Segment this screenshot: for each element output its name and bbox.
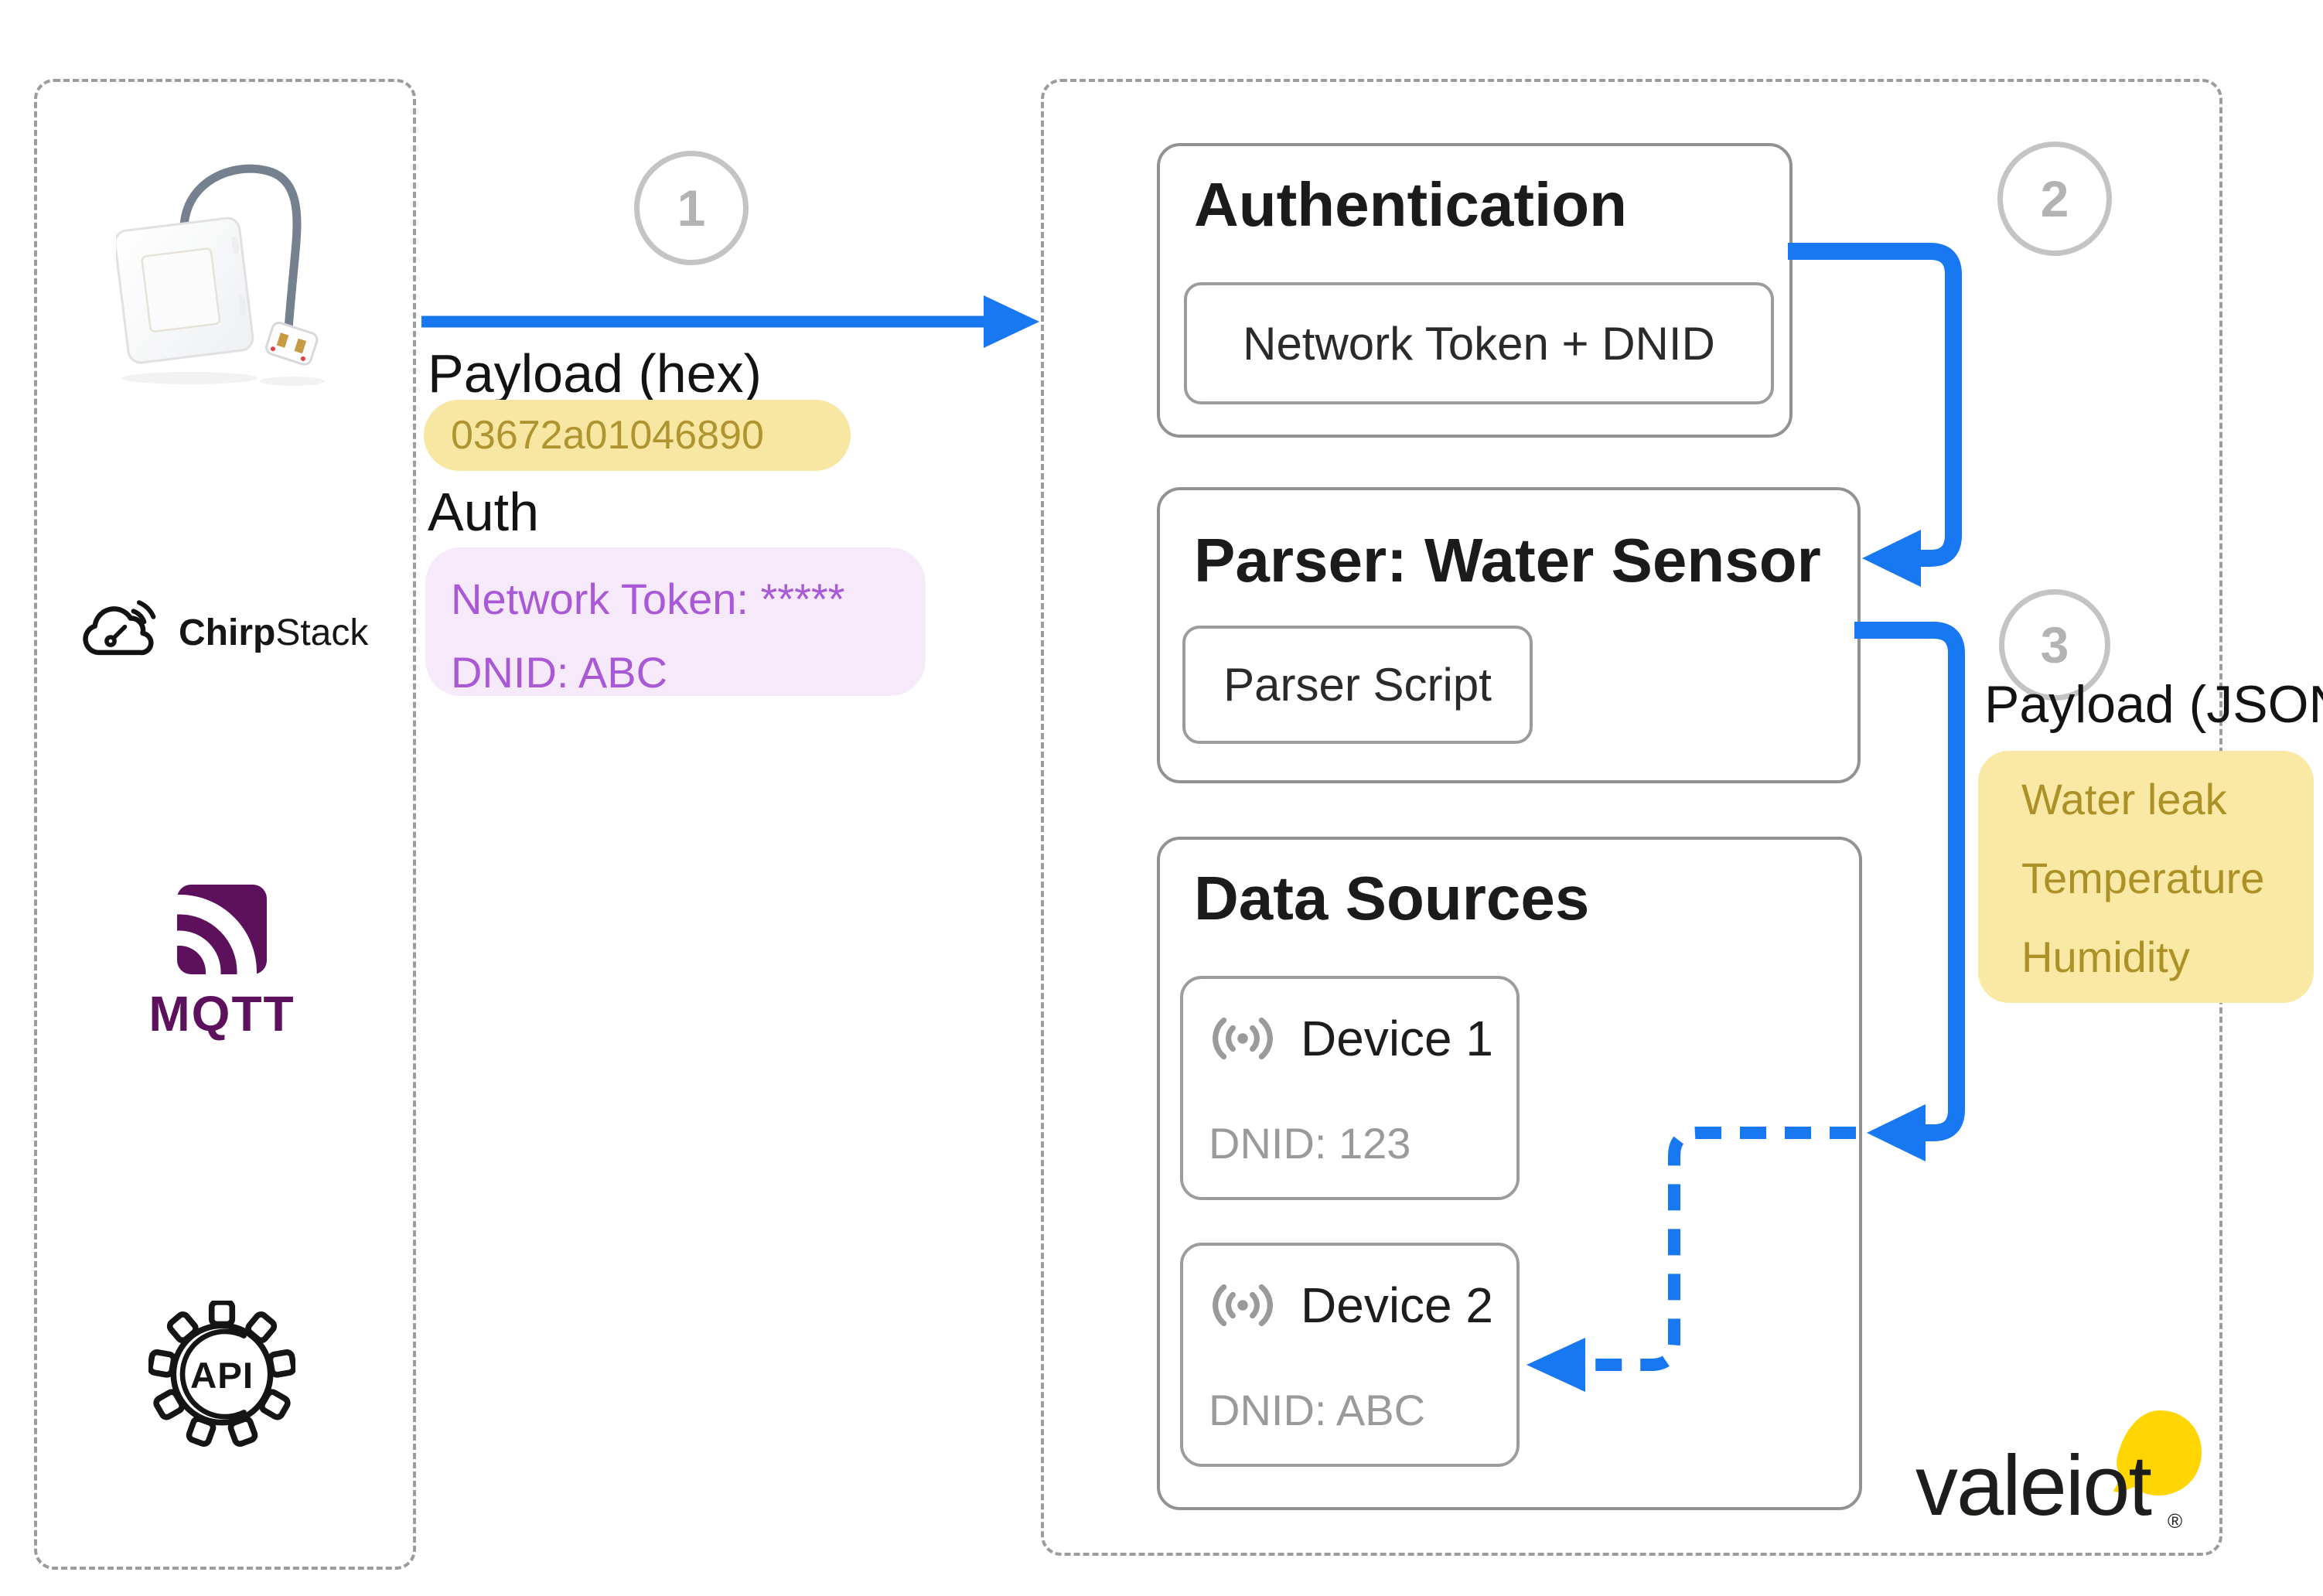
source-panel — [34, 79, 416, 1570]
parser-script-chip: Parser Script — [1182, 626, 1533, 744]
step-1-number: 1 — [677, 179, 706, 237]
device-dnid: DNID: ABC — [1209, 1386, 1426, 1434]
payload-json-label: Payload (JSON) — [1984, 675, 2323, 734]
auth-dnid-line: DNID: ABC — [451, 648, 668, 697]
json-field-humidity: Humidity — [2021, 933, 2190, 981]
auth-label: Auth — [428, 482, 539, 542]
step-2-number: 2 — [2040, 170, 2069, 227]
auth-network-token-line: Network Token: ***** — [451, 575, 845, 623]
chirpstack-logo: ChirpStack — [73, 594, 383, 671]
mqtt-wordmark: MQTT — [148, 986, 295, 1042]
payload-hex-pill: 03672a01046890 — [424, 400, 851, 471]
device-card-1: Device 1 DNID: 123 — [1180, 976, 1520, 1200]
broadcast-icon — [1213, 1017, 1273, 1060]
api-label: API — [190, 1356, 254, 1396]
step-2-badge: 2 — [1997, 142, 2112, 256]
flow-arrow-1 — [421, 295, 1039, 348]
api-gear-icon: API — [148, 1301, 295, 1447]
device-card-2: Device 2 DNID: ABC — [1180, 1243, 1520, 1467]
device-cable — [179, 164, 302, 333]
authentication-box: Authentication Network Token + DNID — [1157, 143, 1793, 438]
registered-mark: ® — [2168, 1509, 2183, 1533]
data-sources-title: Data Sources — [1194, 864, 1590, 933]
connector-shadow — [260, 377, 325, 386]
mqtt-icon — [177, 885, 267, 974]
device-name: Device 1 — [1301, 1011, 1493, 1066]
chirpstack-cloud-icon — [83, 600, 156, 656]
network-token-chip: Network Token + DNID — [1184, 282, 1774, 404]
device-body — [116, 217, 254, 364]
valeiot-wordmark: valeiot — [1915, 1438, 2152, 1533]
payload-hex-value: 03672a01046890 — [451, 413, 764, 458]
parser-box: Parser: Water Sensor Parser Script — [1157, 487, 1861, 783]
iot-device-photo — [116, 164, 325, 386]
authentication-title: Authentication — [1194, 170, 1627, 239]
network-token-chip-label: Network Token + DNID — [1243, 317, 1715, 370]
step-3-number: 3 — [2040, 616, 2069, 674]
broadcast-icon — [1213, 1284, 1273, 1327]
json-field-temperature: Temperature — [2021, 854, 2265, 902]
chirpstack-wordmark: ChirpStack — [179, 612, 368, 654]
cable-connector — [265, 321, 319, 366]
parser-script-chip-label: Parser Script — [1223, 659, 1492, 711]
parser-title: Parser: Water Sensor — [1194, 526, 1821, 595]
device-name: Device 2 — [1301, 1277, 1493, 1333]
device-dnid: DNID: 123 — [1209, 1119, 1411, 1168]
step-1-badge: 1 — [634, 151, 749, 265]
chirpstack-wordmark-rest: Stack — [275, 612, 369, 653]
chirpstack-wordmark-bold: Chirp — [179, 612, 276, 653]
json-field-water-leak: Water leak — [2021, 775, 2227, 824]
payload-hex-label: Payload (hex) — [428, 343, 762, 404]
auth-card: Network Token: ***** DNID: ABC — [425, 547, 926, 697]
step-3-badge: 3 — [1999, 589, 2110, 701]
data-sources-box: Data Sources Device 1 DNID: 123 Device 2 — [1157, 837, 1862, 1510]
valeiot-logo: valeiot ® — [1906, 1396, 2223, 1551]
payload-json-card: Water leak Temperature Humidity — [1978, 751, 2314, 1003]
device-shadow — [121, 372, 258, 384]
valeiot-blob — [2113, 1410, 2202, 1495]
mqtt-logo: MQTT — [129, 885, 315, 1042]
